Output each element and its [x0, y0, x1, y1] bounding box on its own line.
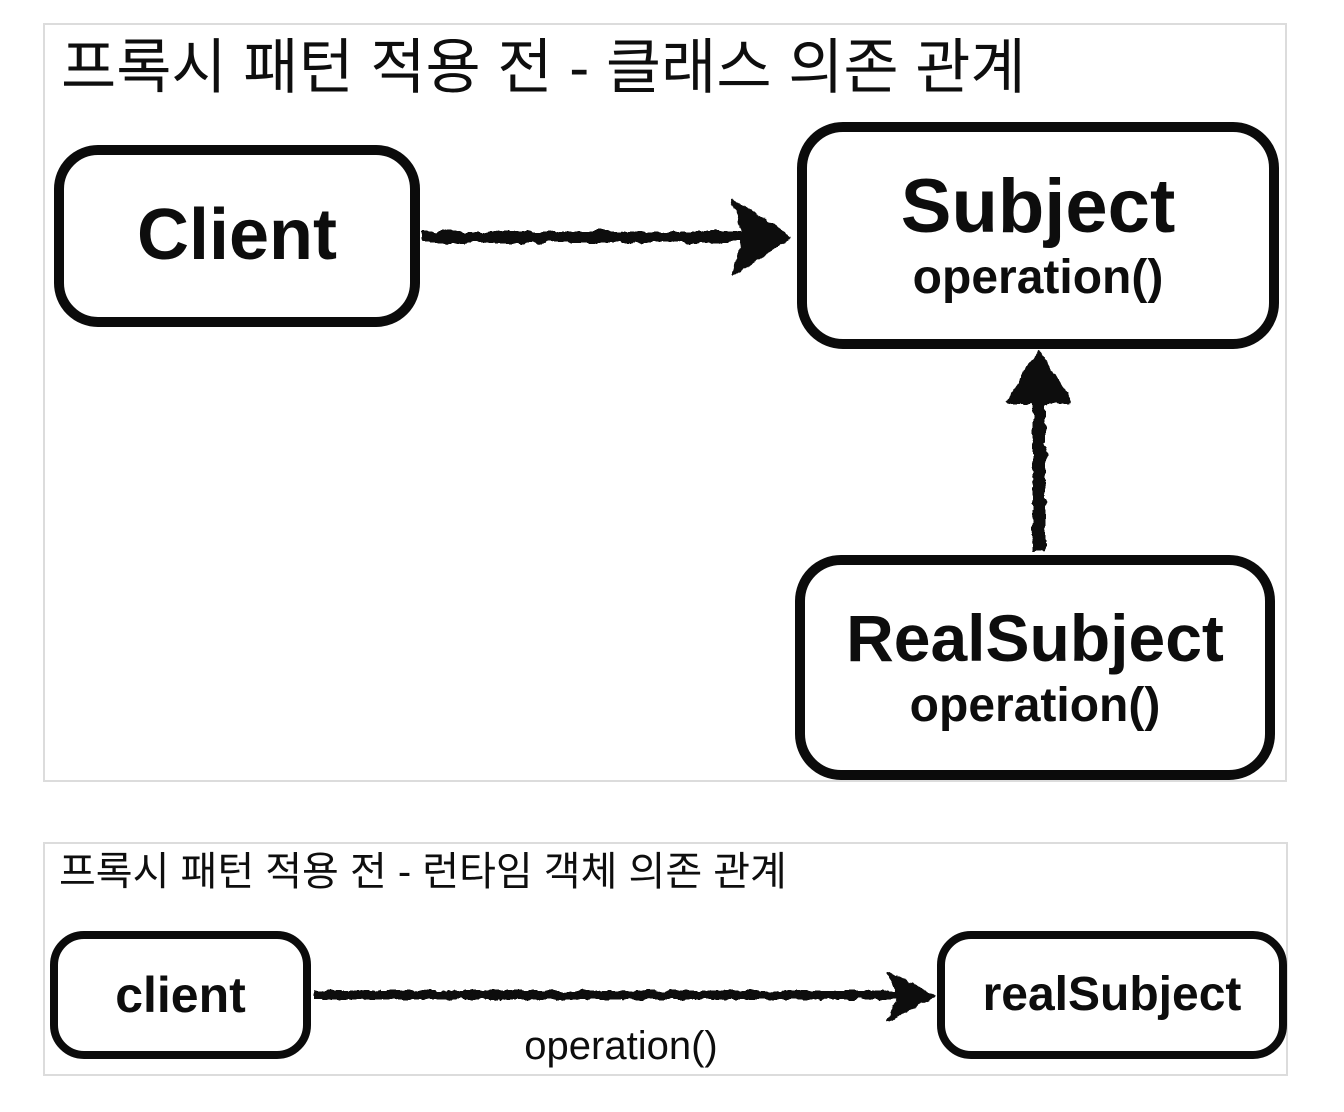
class-node-client-label: Client [136, 195, 337, 276]
client-to-subject-arrow [422, 198, 792, 276]
class-node-realsubject: RealSubject operation() [795, 555, 1275, 780]
runtime-diagram-panel: 프록시 패턴 적용 전 - 런타임 객체 의존 관계 client realSu… [43, 842, 1288, 1076]
class-node-subject-label: Subject [900, 164, 1176, 250]
client-to-realsubject-arrow [315, 970, 935, 1022]
class-node-realsubject-label: RealSubject [846, 600, 1224, 675]
runtime-edge-operation-label: operation() [524, 1024, 718, 1068]
runtime-node-client-label: client [115, 966, 246, 1023]
class-diagram-panel: 프록시 패턴 적용 전 - 클래스 의존 관계 Client Subject o… [43, 23, 1287, 782]
runtime-node-realsubject: realSubject [937, 931, 1287, 1059]
class-diagram-title: 프록시 패턴 적용 전 - 클래스 의존 관계 [61, 34, 1026, 101]
realsubject-to-subject-arrow [1006, 348, 1072, 552]
runtime-node-realsubject-label: realSubject [982, 967, 1242, 1021]
runtime-node-client: client [50, 931, 311, 1059]
runtime-diagram-title: 프록시 패턴 적용 전 - 런타임 객체 의존 관계 [59, 850, 787, 894]
class-node-subject: Subject operation() [797, 122, 1279, 349]
class-node-realsubject-method: operation() [909, 678, 1161, 732]
class-node-subject-method: operation() [912, 251, 1164, 305]
class-node-client: Client [54, 145, 420, 327]
